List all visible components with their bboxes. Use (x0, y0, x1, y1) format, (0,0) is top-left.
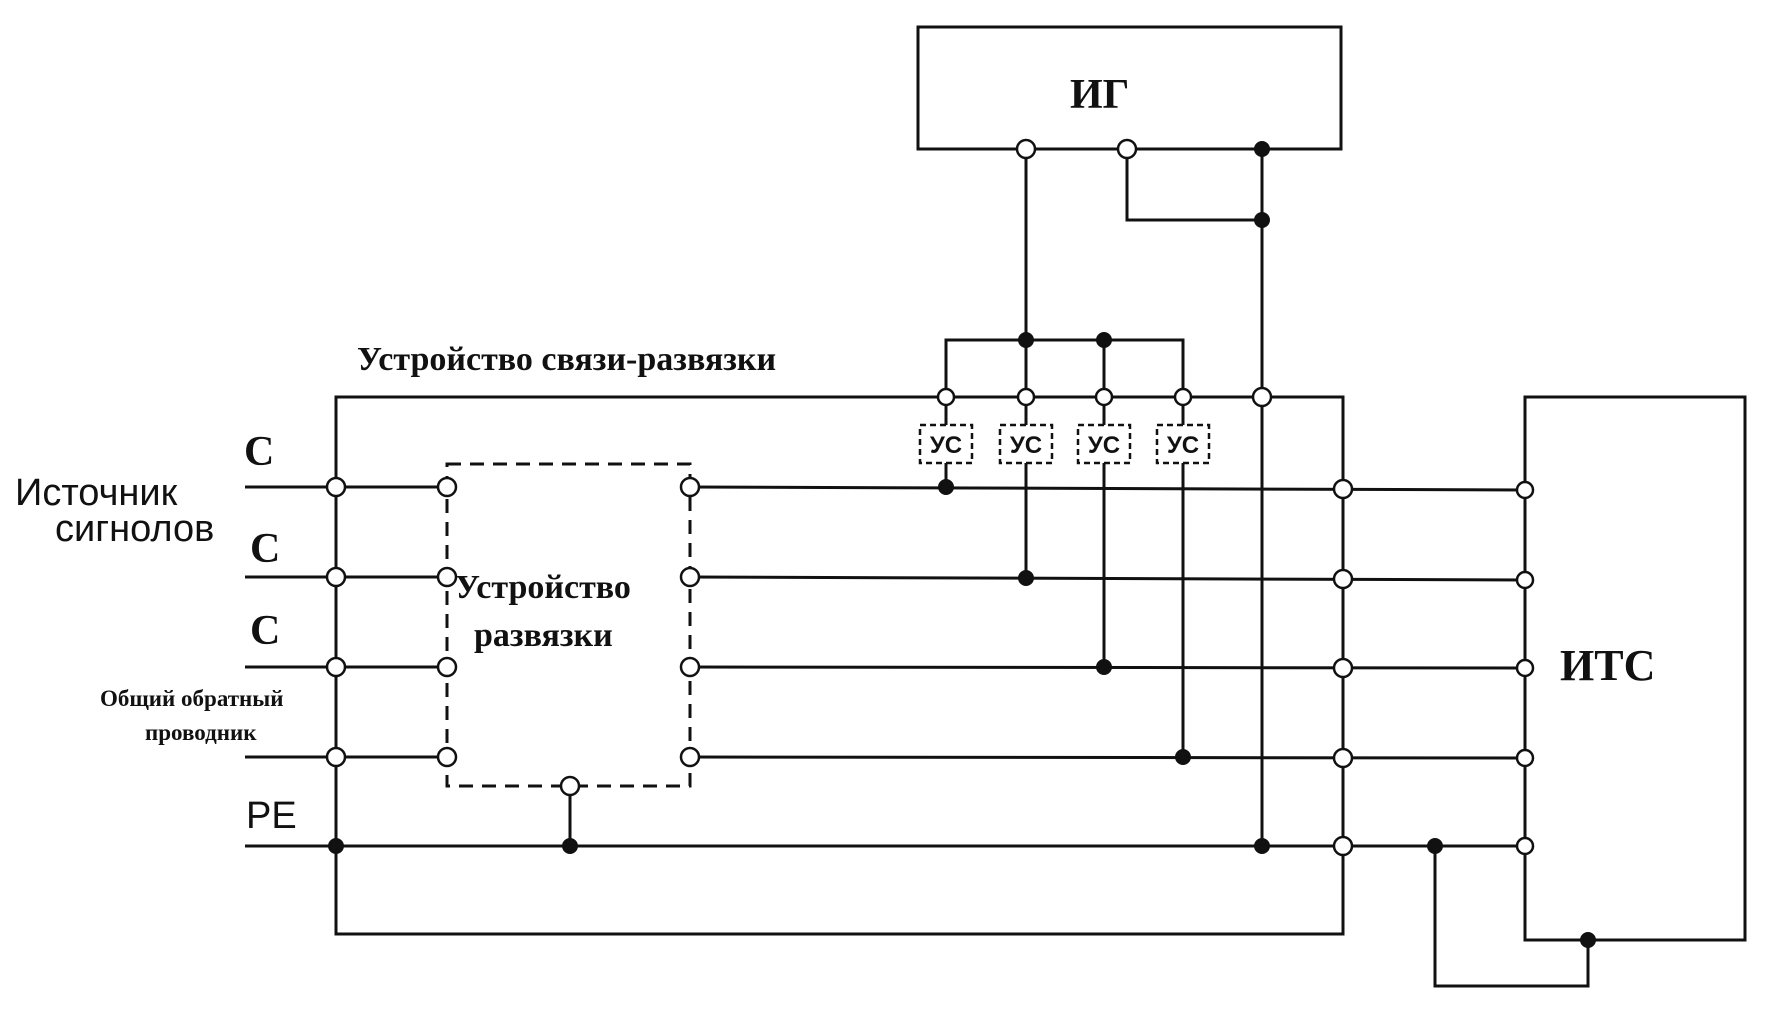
coupling-element-3-label: УС (1088, 432, 1120, 459)
terminal-iso-out-c3 (679, 656, 701, 678)
terminal-its-return (1515, 748, 1535, 768)
generator-loop-wire (1125, 149, 1262, 222)
terminal-us4-top (1173, 387, 1193, 407)
terminal-us2-top (1016, 387, 1036, 407)
terminal-out-c2 (1332, 568, 1354, 590)
pe-label: PE (246, 795, 297, 837)
terminal-generator-loop (1116, 138, 1138, 160)
c2-label: C (250, 526, 280, 572)
junction-pe-ground (1254, 838, 1270, 854)
terminal-iso-in-return (436, 746, 458, 768)
junction-c1 (938, 479, 954, 495)
coupling-element-4: УС (1155, 423, 1211, 465)
terminal-ground-top (1251, 386, 1273, 408)
line-return-out (689, 755, 1526, 760)
terminal-its-c2 (1515, 570, 1535, 590)
terminal-iso-in-c2 (436, 566, 458, 588)
c1-label: C (244, 429, 274, 475)
terminal-us1-top (936, 387, 956, 407)
terminal-in-return (325, 746, 347, 768)
junction-pe-loop (1427, 838, 1443, 854)
junction-return (1175, 749, 1191, 765)
junction-pe-iso (562, 838, 578, 854)
coupling-element-1-label: УС (930, 432, 962, 459)
terminal-in-c3 (325, 656, 347, 678)
equipment-box (1523, 395, 1747, 942)
terminal-out-pe (1332, 835, 1354, 857)
open-terminals (325, 138, 1535, 857)
terminal-out-return (1332, 747, 1354, 769)
terminal-iso-pe (559, 775, 581, 797)
terminal-its-c1 (1515, 480, 1535, 500)
junction-generator-ground (1254, 141, 1270, 157)
junction-dots (328, 141, 1596, 948)
c3-label: C (250, 608, 280, 654)
coupling-element-3: УС (1076, 423, 1132, 465)
generator-bus (944, 338, 1185, 397)
coupling-element-2: УС (998, 423, 1054, 465)
coupling-device-label: Устройство связи-развязки (357, 341, 776, 378)
terminal-us3-top (1094, 387, 1114, 407)
coupling-element-2-label: УС (1010, 432, 1042, 459)
equipment-ground-loop (1433, 846, 1590, 988)
terminal-in-c1 (325, 476, 347, 498)
junction-pe-left (328, 838, 344, 854)
junction-loop-ground (1254, 212, 1270, 228)
coupling-element-4-label: УС (1167, 432, 1199, 459)
junction-c2 (1018, 570, 1034, 586)
terminal-iso-in-c3 (436, 656, 458, 678)
line-c2-out (689, 575, 1526, 582)
line-c1-out (689, 485, 1526, 492)
common-return-label-line2: проводник (145, 720, 257, 745)
generator-box (916, 25, 1343, 151)
isolation-label-line2: развязки (474, 617, 613, 654)
equipment-label: ИТС (1560, 641, 1655, 690)
terminal-generator-hot (1015, 138, 1037, 160)
terminal-out-c3 (1332, 657, 1354, 679)
terminal-its-c3 (1515, 658, 1535, 678)
generator-label: ИГ (1070, 72, 1129, 118)
junction-its-ground (1580, 932, 1596, 948)
junction-bus-3 (1096, 332, 1112, 348)
terminal-iso-out-return (679, 746, 701, 768)
common-return-label-line1: Общий обратный (100, 686, 284, 711)
junction-bus-hot (1018, 332, 1034, 348)
isolation-device-box (445, 462, 692, 788)
isolation-label-line1: Устройство (455, 569, 631, 606)
junction-c3 (1096, 659, 1112, 675)
terminal-out-c1 (1332, 478, 1354, 500)
terminal-iso-out-c1 (679, 476, 701, 498)
source-label-line1: Источник (15, 472, 178, 514)
terminal-iso-in-c1 (436, 476, 458, 498)
terminal-in-c2 (325, 566, 347, 588)
terminal-iso-out-c2 (679, 566, 701, 588)
terminal-its-pe (1515, 836, 1535, 856)
coupling-device-frame (334, 395, 1345, 936)
source-label-line2: сигнолов (55, 508, 214, 550)
coupling-element-1: УС (918, 423, 974, 465)
